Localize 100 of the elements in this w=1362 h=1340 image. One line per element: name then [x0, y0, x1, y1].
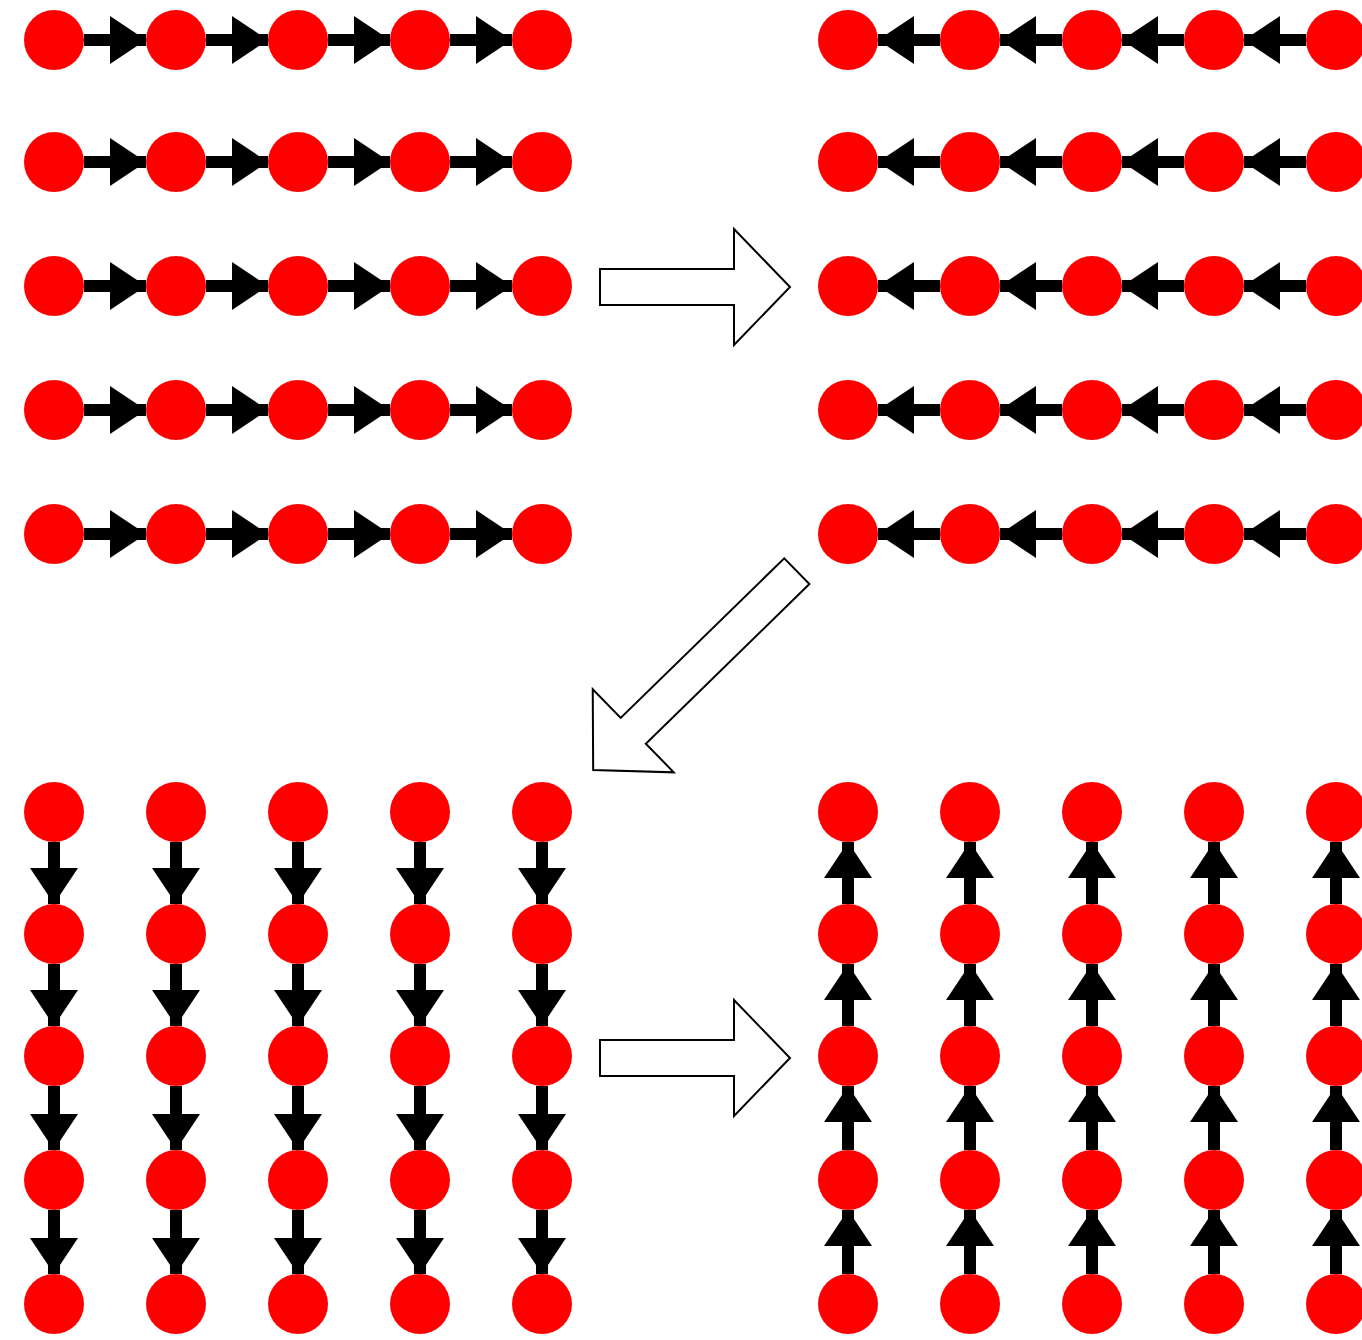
particle-dot	[512, 1150, 572, 1210]
arrow	[274, 1210, 322, 1274]
dot-grid-drawing	[20, 6, 576, 568]
arrow	[824, 842, 872, 904]
particle-dot	[1306, 380, 1362, 440]
particle-dot	[1184, 1150, 1244, 1210]
particle-dot	[818, 782, 878, 842]
particle-dot	[1062, 256, 1122, 316]
block-arrow	[599, 997, 792, 1119]
dot-grid-drawing	[20, 778, 576, 1338]
arrow	[1312, 1086, 1360, 1150]
arrow	[450, 138, 512, 186]
particle-dot	[146, 10, 206, 70]
particle-dot	[268, 1150, 328, 1210]
arrow	[152, 964, 200, 1026]
particle-dot	[390, 10, 450, 70]
arrow	[450, 16, 512, 64]
particle-dot	[1306, 132, 1362, 192]
arrow	[1122, 16, 1184, 64]
arrow	[274, 1086, 322, 1150]
block-arrow	[599, 226, 792, 348]
particle-dot	[1184, 10, 1244, 70]
dot-grid-drawing	[814, 778, 1362, 1338]
arrow	[1122, 386, 1184, 434]
arrow	[878, 16, 940, 64]
arrow	[946, 1086, 994, 1150]
particle-dot	[940, 1026, 1000, 1086]
arrow	[84, 510, 146, 558]
particle-dot	[24, 132, 84, 192]
arrow	[1244, 510, 1306, 558]
arrow	[328, 138, 390, 186]
arrow	[1068, 964, 1116, 1026]
arrow	[450, 386, 512, 434]
arrow	[1000, 16, 1062, 64]
particle-dot	[1062, 504, 1122, 564]
particle-dot	[1062, 782, 1122, 842]
arrow	[1244, 262, 1306, 310]
arrow	[878, 262, 940, 310]
arrow	[206, 262, 268, 310]
arrow	[518, 1086, 566, 1150]
particle-dot	[24, 1150, 84, 1210]
particle-dot	[512, 1026, 572, 1086]
arrow	[30, 842, 78, 904]
particle-dot	[940, 132, 1000, 192]
arrow	[396, 964, 444, 1026]
particle-dot	[24, 10, 84, 70]
arrow	[1312, 964, 1360, 1026]
arrow	[450, 262, 512, 310]
arrow	[946, 1210, 994, 1274]
arrow	[84, 16, 146, 64]
particle-dot	[818, 256, 878, 316]
arrow	[878, 138, 940, 186]
particle-dot	[1184, 132, 1244, 192]
arrow	[1190, 1210, 1238, 1274]
particle-dot	[1062, 10, 1122, 70]
particle-dot	[146, 380, 206, 440]
particle-dot	[1306, 782, 1362, 842]
particle-dot	[1184, 1026, 1244, 1086]
arrow	[30, 1086, 78, 1150]
arrow	[878, 510, 940, 558]
particle-dot	[818, 1274, 878, 1334]
particle-dot	[1184, 504, 1244, 564]
particle-dot	[512, 380, 572, 440]
arrow	[328, 16, 390, 64]
arrow	[1000, 510, 1062, 558]
particle-dot	[24, 256, 84, 316]
arrow	[1190, 842, 1238, 904]
particle-dot	[1306, 504, 1362, 564]
particle-dot	[268, 782, 328, 842]
arrow	[946, 842, 994, 904]
particle-dot	[1184, 904, 1244, 964]
arrow	[396, 1210, 444, 1274]
arrow	[84, 138, 146, 186]
particle-dot	[1306, 1274, 1362, 1334]
arrow	[824, 964, 872, 1026]
particle-dot	[940, 1274, 1000, 1334]
particle-dot	[1306, 904, 1362, 964]
particle-dot	[818, 380, 878, 440]
arrow	[206, 16, 268, 64]
particle-dot	[146, 256, 206, 316]
arrow	[84, 262, 146, 310]
particle-dot	[1306, 1026, 1362, 1086]
particle-dot	[940, 380, 1000, 440]
particle-dot	[24, 904, 84, 964]
arrow	[1244, 16, 1306, 64]
arrow	[396, 842, 444, 904]
particle-dot	[390, 132, 450, 192]
arrow	[274, 842, 322, 904]
particle-dot	[818, 904, 878, 964]
particle-dot	[268, 380, 328, 440]
particle-dot	[390, 1150, 450, 1210]
particle-dot	[512, 132, 572, 192]
arrow	[152, 842, 200, 904]
particle-dot	[512, 904, 572, 964]
particle-dot	[146, 904, 206, 964]
particle-dot	[1062, 904, 1122, 964]
arrow	[30, 1210, 78, 1274]
arrow	[1244, 386, 1306, 434]
arrow	[152, 1210, 200, 1274]
particle-dot	[390, 782, 450, 842]
